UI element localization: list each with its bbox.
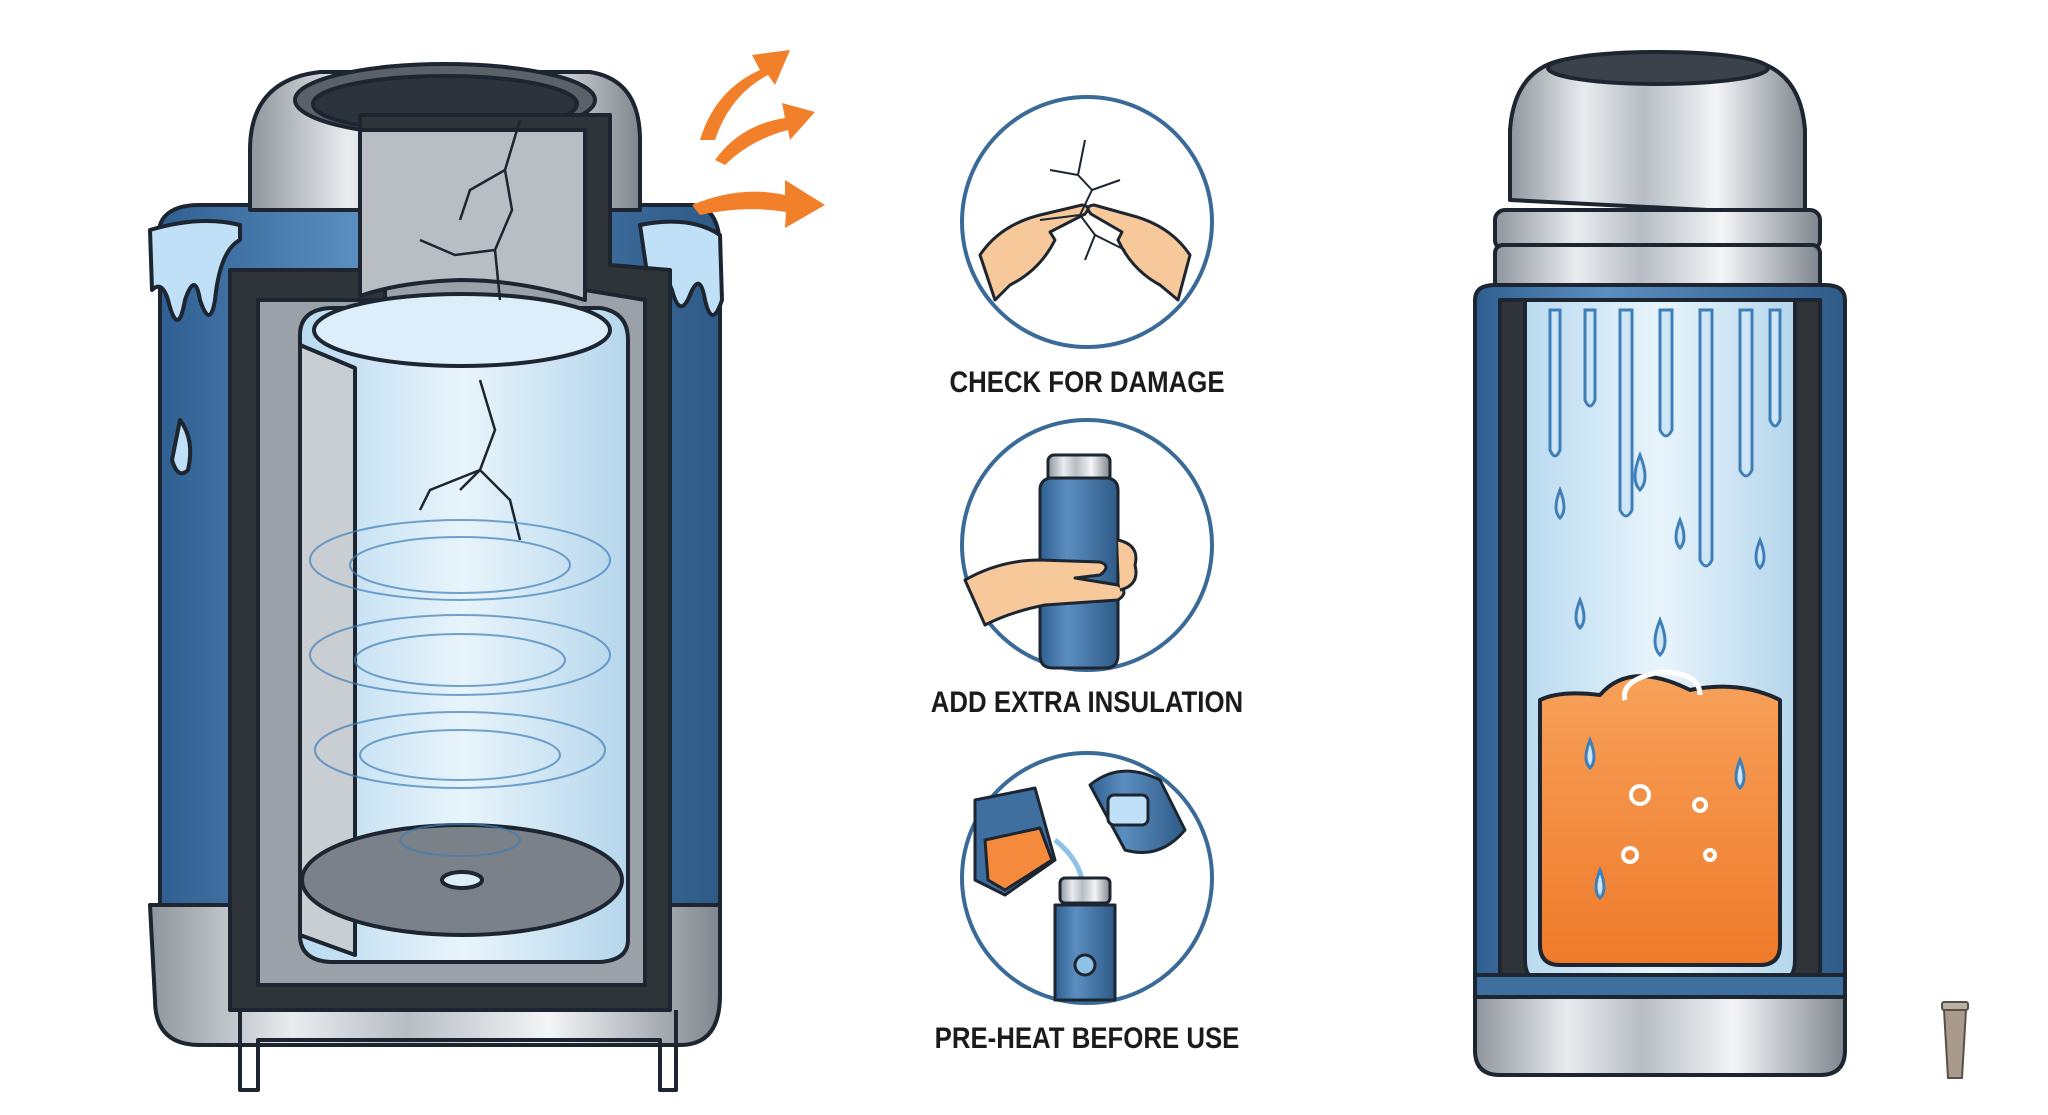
tip-preheat <box>960 751 1214 1005</box>
tip-label-add-insulation: ADD EXTRA INSULATION <box>931 685 1243 718</box>
tip-add-insulation <box>960 418 1214 672</box>
crack-lines <box>418 119 522 541</box>
swirl-lines <box>309 519 611 857</box>
tip-label-preheat: PRE-HEAT BEFORE USE <box>935 1021 1240 1054</box>
hand-holding-flask-icon <box>963 453 1138 670</box>
tip-label-check-damage: CHECK FOR DAMAGE <box>949 365 1224 398</box>
bubbles <box>1621 784 1717 864</box>
fingers-crack-icon <box>978 139 1192 302</box>
heat-arrows-icon <box>692 50 825 228</box>
condensation-drips <box>1548 308 1782 901</box>
pouring-hot-water-icon <box>973 769 1187 1002</box>
tip-check-damage <box>960 95 1214 349</box>
condensation-flask <box>1473 50 1847 1077</box>
broken-flask-cutaway <box>148 62 724 1092</box>
tumbler-logo-icon <box>1941 1001 1969 1079</box>
